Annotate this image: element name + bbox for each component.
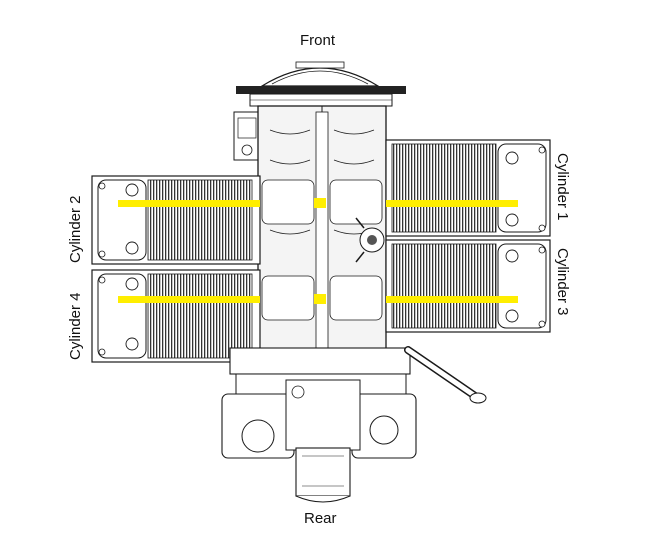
oil-dipstick-tube	[404, 346, 487, 404]
cylinder-4	[91, 269, 261, 363]
label-cylinder-1: Cylinder 1	[554, 153, 571, 221]
propeller-flange	[259, 61, 381, 87]
front-accessory	[233, 111, 261, 161]
rear-accessory-case	[221, 347, 417, 459]
cylinder-3	[385, 239, 551, 333]
highlight-crank-upper	[314, 198, 326, 208]
oil-filter	[295, 447, 351, 503]
highlight-bar-cylinder-1	[386, 200, 518, 207]
label-cylinder-2: Cylinder 2	[67, 195, 84, 263]
label-front: Front	[300, 32, 336, 49]
magneto	[355, 217, 385, 263]
highlight-bar-cylinder-3	[386, 296, 518, 303]
highlight-bars	[118, 198, 518, 304]
label-rear: Rear	[304, 510, 337, 527]
cylinder-2	[91, 175, 261, 265]
highlight-bar-cylinder-2	[118, 200, 260, 207]
starter-ring-gear	[236, 86, 406, 107]
label-cylinder-3: Cylinder 3	[554, 248, 571, 316]
cylinder-1	[385, 139, 551, 237]
label-cylinder-4: Cylinder 4	[67, 292, 84, 360]
highlight-bar-cylinder-4	[118, 296, 260, 303]
highlight-crank-lower	[314, 294, 326, 304]
